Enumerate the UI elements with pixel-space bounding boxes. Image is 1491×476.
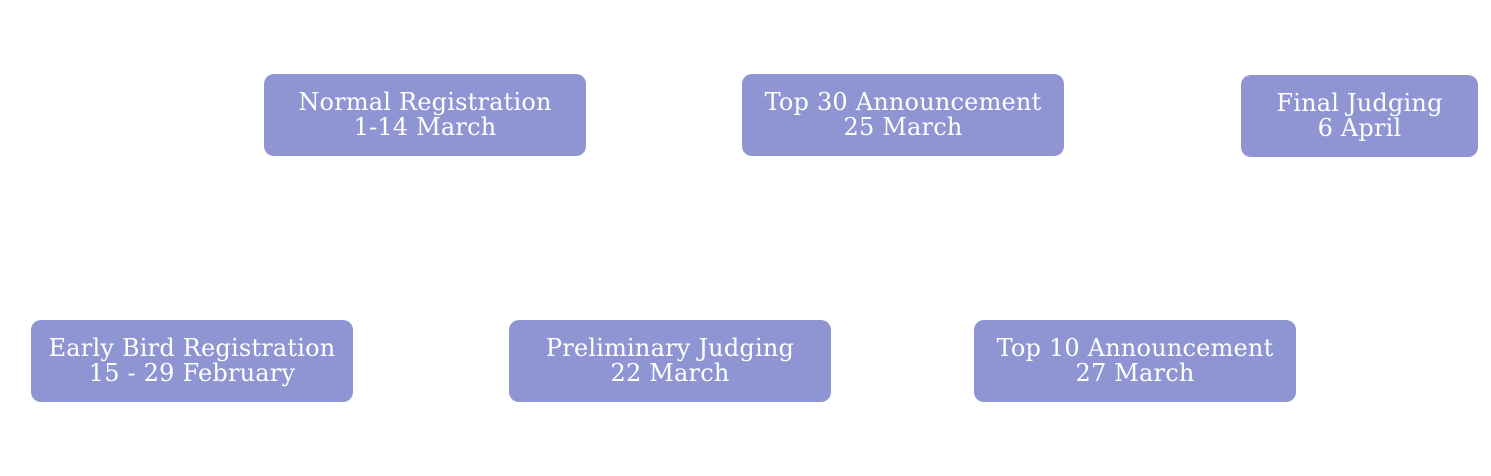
- milestone-date: 6 April: [1317, 114, 1402, 142]
- milestone-title: Top 30 Announcement: [764, 88, 1042, 116]
- milestone-date: 15 - 29 February: [88, 359, 296, 387]
- milestone-preliminary-judging: Preliminary Judging 22 March: [509, 320, 831, 402]
- milestone-top-10-announcement: Top 10 Announcement 27 March: [974, 320, 1296, 402]
- milestone-title: Early Bird Registration: [48, 334, 336, 362]
- milestone-normal-registration: Normal Registration 1-14 March: [264, 74, 586, 156]
- milestone-date: 22 March: [610, 359, 730, 387]
- milestone-date: 27 March: [1075, 359, 1195, 387]
- milestone-top-30-announcement: Top 30 Announcement 25 March: [742, 74, 1064, 156]
- milestone-title: Preliminary Judging: [545, 334, 795, 362]
- milestone-title: Normal Registration: [298, 88, 552, 116]
- milestone-title: Top 10 Announcement: [996, 334, 1274, 362]
- milestone-early-bird-registration: Early Bird Registration 15 - 29 February: [31, 320, 353, 402]
- milestone-final-judging: Final Judging 6 April: [1241, 75, 1478, 157]
- milestone-title: Final Judging: [1276, 89, 1443, 117]
- milestone-date: 25 March: [843, 113, 963, 141]
- milestone-date: 1-14 March: [353, 113, 497, 141]
